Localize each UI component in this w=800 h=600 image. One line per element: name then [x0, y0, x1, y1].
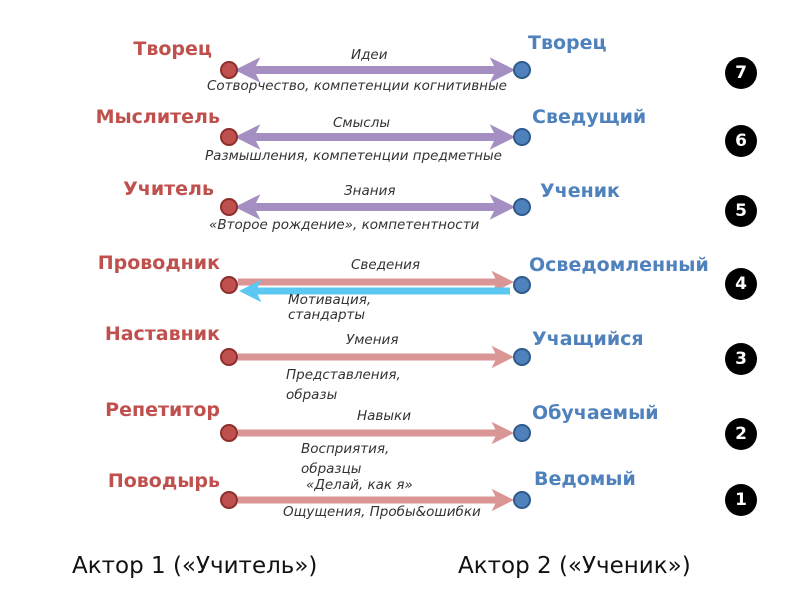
left-actor-label-2: Репетитор — [105, 399, 220, 421]
right-node-6 — [513, 128, 531, 146]
content-label-6: Смыслы — [333, 115, 390, 131]
left-actor-label-3: Наставник — [104, 323, 220, 345]
level-badge-3: 3 — [725, 343, 757, 375]
right-node-2 — [513, 424, 531, 442]
left-actor-label-7: Творец — [133, 38, 212, 60]
level-badge-6: 6 — [725, 125, 757, 157]
level-badge-1: 1 — [725, 484, 757, 516]
mechanism-label-4: Мотивация, стандарты — [288, 292, 372, 323]
right-actor-label-4: Осведомленный — [529, 254, 709, 276]
mechanism-label-3: Представления, образы — [286, 367, 401, 403]
content-label-2: Навыки — [357, 408, 411, 424]
right-actor-label-6: Сведущий — [532, 106, 647, 128]
right-node-4 — [513, 276, 531, 294]
right-actor-label-1: Ведомый — [534, 468, 636, 490]
left-node-5 — [220, 198, 238, 216]
mechanism-label-7: Сотворчество, компетенции когнитивные — [207, 78, 507, 94]
right-actor-label-2: Обучаемый — [532, 402, 659, 424]
left-node-1 — [220, 491, 238, 509]
mechanism-label-6: Размышления, компетенции предметные — [205, 148, 502, 164]
content-label-1: «Делай, как я» — [306, 477, 413, 493]
left-actor-label-1: Поводырь — [107, 470, 220, 492]
left-actor-label-5: Учитель — [123, 178, 214, 200]
right-actor-label-3: Учащийся — [532, 328, 644, 350]
left-node-2 — [220, 424, 238, 442]
content-label-3: Умения — [346, 332, 399, 348]
level-badge-7: 7 — [725, 57, 757, 89]
content-label-5: Знания — [344, 183, 396, 199]
actor-2-caption: Актор 2 («Ученик») — [458, 553, 691, 579]
right-node-7 — [513, 61, 531, 79]
content-label-7: Идеи — [351, 47, 388, 63]
right-actor-label-7: Творец — [528, 32, 607, 54]
right-node-3 — [513, 348, 531, 366]
content-label-4: Сведения — [351, 257, 421, 273]
left-node-7 — [220, 61, 238, 79]
left-node-3 — [220, 348, 238, 366]
left-actor-label-6: Мыслитель — [95, 106, 220, 128]
left-node-4 — [220, 276, 238, 294]
left-node-6 — [220, 128, 238, 146]
level-badge-2: 2 — [725, 418, 757, 450]
right-node-5 — [513, 198, 531, 216]
level-badge-5: 5 — [725, 195, 757, 227]
mechanism-label-1: Ощущения, Пробы&ошибки — [283, 504, 481, 520]
actor-1-caption: Актор 1 («Учитель») — [72, 553, 318, 579]
left-actor-label-4: Проводник — [97, 252, 220, 274]
level-badge-4: 4 — [725, 268, 757, 300]
mechanism-label-2: Восприятия, образцы — [301, 441, 390, 477]
right-node-1 — [513, 491, 531, 509]
right-actor-label-5: Ученик — [540, 180, 620, 202]
mechanism-label-5: «Второе рождение», компетентности — [209, 217, 480, 233]
